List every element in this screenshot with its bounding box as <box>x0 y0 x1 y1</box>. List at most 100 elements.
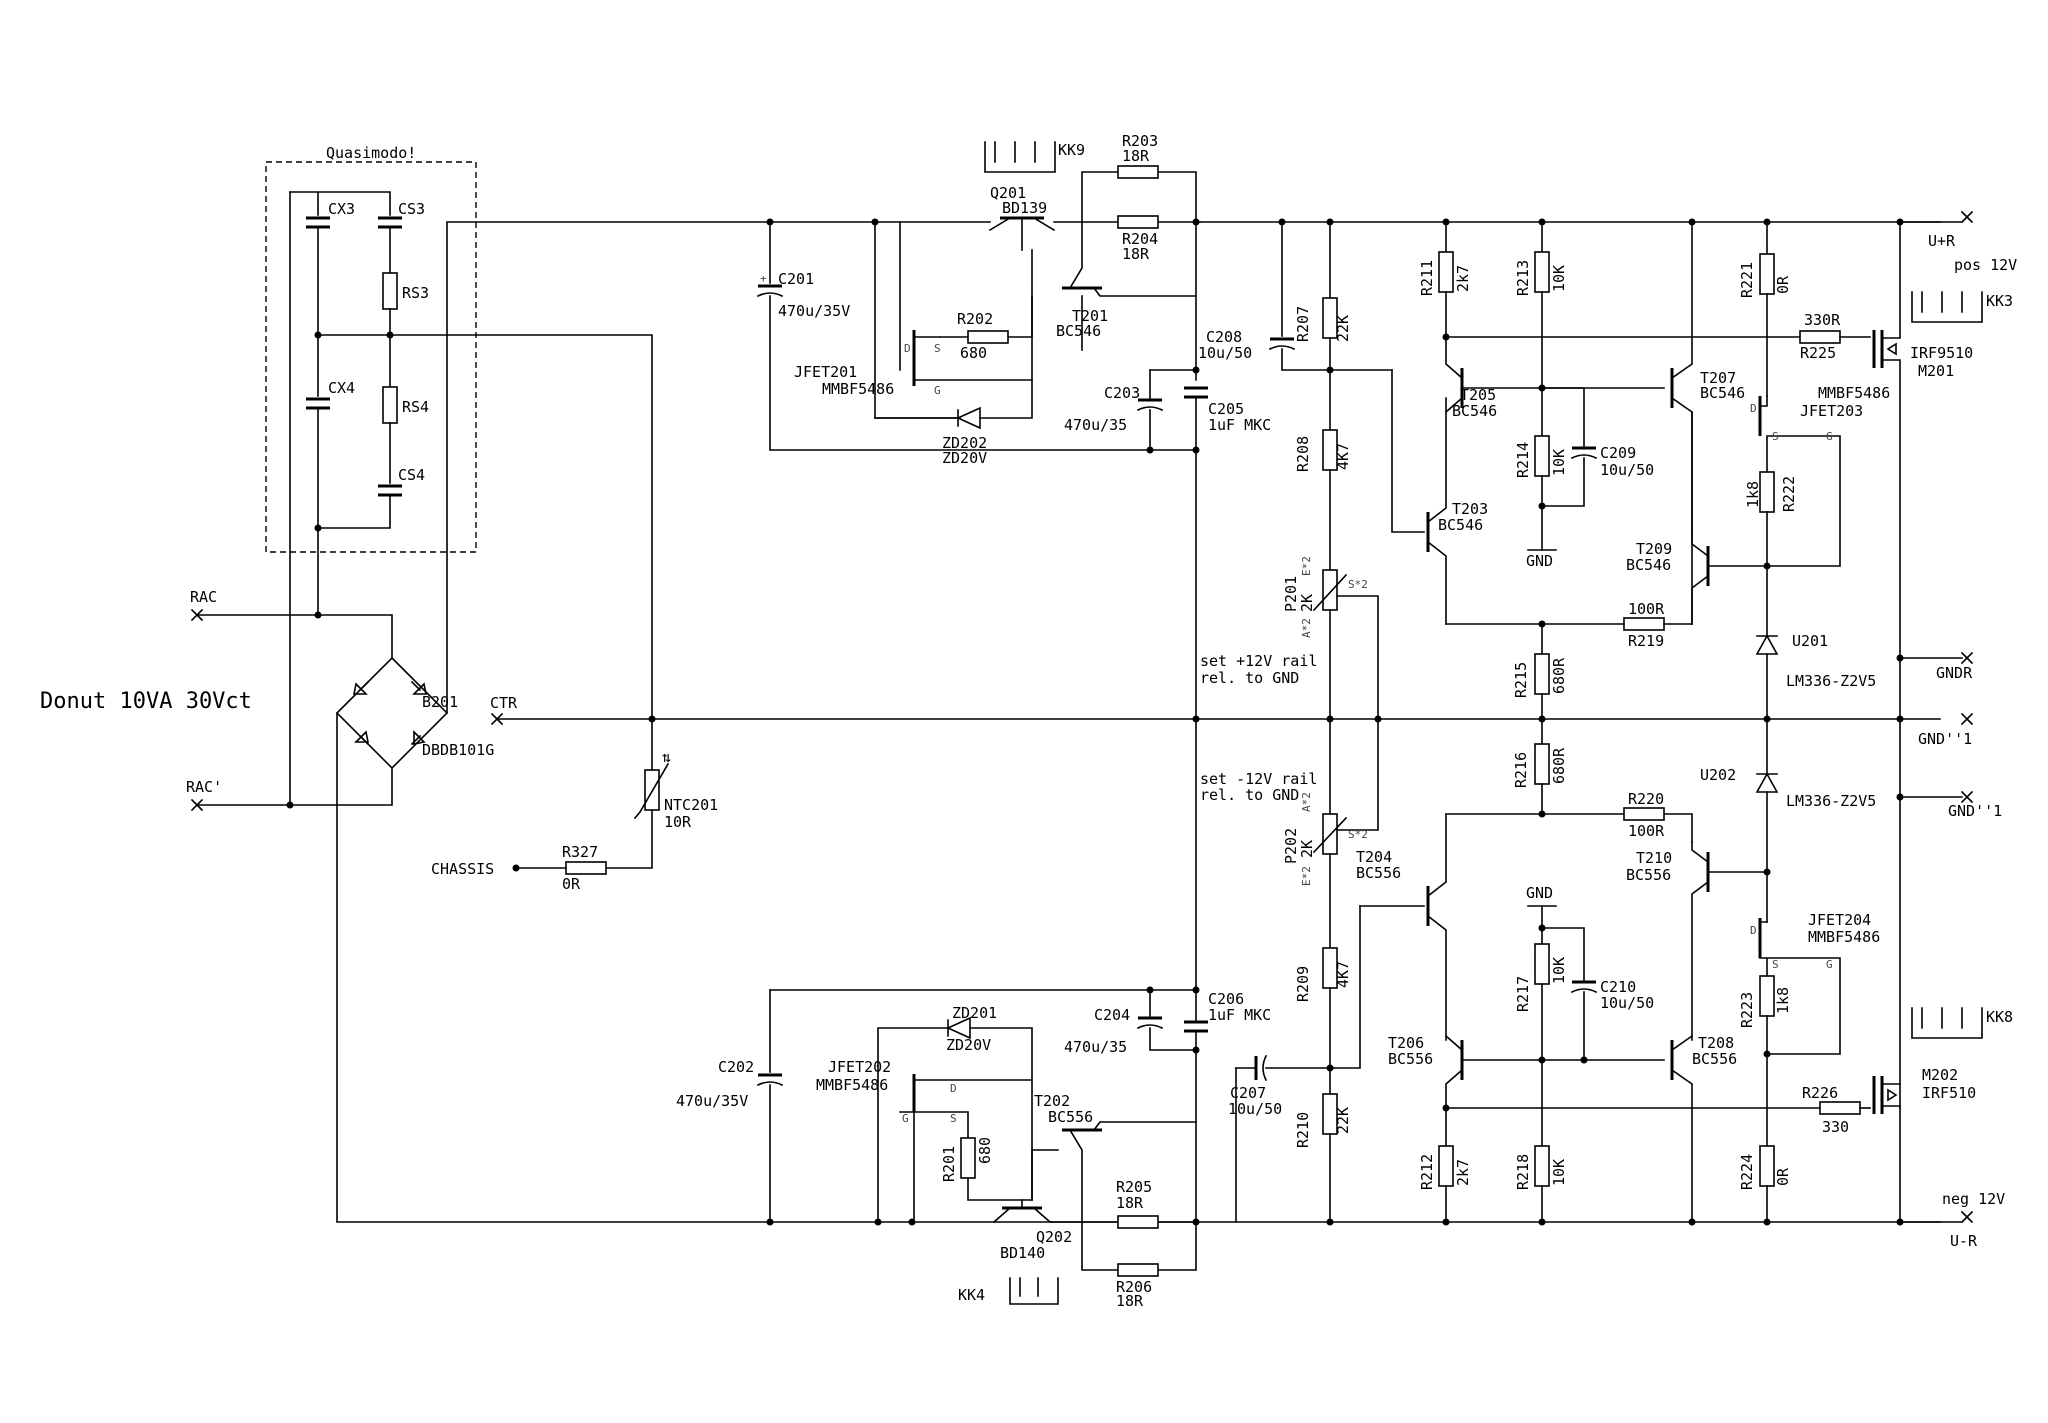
c204-ref: C204 <box>1094 1006 1130 1024</box>
c209-ref: C209 <box>1600 444 1636 462</box>
q201-ref: Q201 <box>990 184 1026 202</box>
negative-raw-rail: neg 12V U-R C202 470u/35V ZD201 ZD20V JF… <box>676 718 2005 1310</box>
svg-text:+: + <box>760 272 767 285</box>
jfet201-ref: JFET201 <box>794 363 857 381</box>
kk9-label: KK9 <box>1058 141 1085 159</box>
svg-text:E*2: E*2 <box>1300 556 1313 576</box>
r204-value: 18R <box>1122 245 1150 263</box>
p201-value: 2K <box>1298 594 1316 612</box>
r205-value: 18R <box>1116 1194 1144 1212</box>
bridge-value: DBDB101G <box>422 741 494 759</box>
rs3-resistor <box>382 272 398 310</box>
r221-value: 0R <box>1774 275 1792 294</box>
r204-ref: R204 <box>1122 230 1158 248</box>
jfet204-ref: JFET204 <box>1808 911 1871 929</box>
u201-ref: U201 <box>1792 632 1828 650</box>
svg-text:S: S <box>934 342 941 355</box>
umr-label: U-R <box>1950 1232 1978 1250</box>
p201-potentiometer <box>1322 569 1338 611</box>
r216-value: 680R <box>1550 747 1568 784</box>
gnd-label-b: GND <box>1526 884 1553 902</box>
quasimodo-snubber: Quasimodo! CX3 CS3 RS3 CX4 RS4 CS4 <box>265 144 477 553</box>
r202-ref: R202 <box>957 310 993 328</box>
r327-resistor <box>565 861 607 875</box>
c209-value: 10u/50 <box>1600 461 1654 479</box>
r217-ref: R217 <box>1514 976 1532 1012</box>
rac2-label: RAC' <box>186 778 222 796</box>
r216-ref: R216 <box>1512 752 1530 788</box>
r211-resistor <box>1438 251 1454 293</box>
r213-ref: R213 <box>1514 260 1532 296</box>
r204-resistor <box>1117 215 1159 229</box>
t210-ref: T210 <box>1636 849 1672 867</box>
p202-ref: P202 <box>1282 828 1300 864</box>
r205-resistor <box>1117 1215 1159 1229</box>
r226-resistor <box>1819 1101 1861 1115</box>
jfet202-ref: JFET202 <box>828 1058 891 1076</box>
r203-value: 18R <box>1122 147 1150 165</box>
r219-resistor <box>1623 617 1665 631</box>
kk4-label: KK4 <box>958 1286 985 1304</box>
t201-value: BC546 <box>1056 322 1101 340</box>
rs4-label: RS4 <box>402 398 429 416</box>
r203-ref: R203 <box>1122 132 1158 150</box>
r219-value: 100R <box>1628 600 1665 618</box>
c204-value: 470u/35 <box>1064 1038 1127 1056</box>
r211-ref: R211 <box>1418 260 1436 296</box>
m202-ref: M202 <box>1922 1066 1958 1084</box>
r202-value: 680 <box>960 344 987 362</box>
r214-resistor <box>1534 435 1550 477</box>
c201-ref: C201 <box>778 270 814 288</box>
c206-ref: C206 <box>1208 990 1244 1008</box>
r215-resistor <box>1534 653 1550 695</box>
jfet203-ref: JFET203 <box>1800 402 1863 420</box>
rac-label: RAC <box>190 588 217 606</box>
c208-value: 10u/50 <box>1198 344 1252 362</box>
cx4-label: CX4 <box>328 379 355 397</box>
r219-ref: R219 <box>1628 632 1664 650</box>
r217-value: 10K <box>1550 957 1568 984</box>
u202-ref: U202 <box>1700 766 1736 784</box>
r205-ref: R205 <box>1116 1178 1152 1196</box>
svg-text:A*2: A*2 <box>1300 792 1313 812</box>
r202-resistor <box>967 330 1009 344</box>
ntc-ref: NTC201 <box>664 796 718 814</box>
m202-value: IRF510 <box>1922 1084 1976 1102</box>
transformer-label: Donut 10VA 30Vct <box>40 689 252 714</box>
ac-input: RAC RAC' <box>186 191 393 812</box>
r220-ref: R220 <box>1628 790 1664 808</box>
cx3-label: CX3 <box>328 200 355 218</box>
r212-resistor <box>1438 1145 1454 1187</box>
svg-text:E*2: E*2 <box>1300 866 1313 886</box>
r221-resistor <box>1759 253 1775 295</box>
r224-ref: R224 <box>1738 1154 1756 1190</box>
negative-regulator: R216 680R U202 LM336-Z2V5 R220 100R T210… <box>1200 718 2013 1223</box>
gndr-label: GNDR <box>1936 664 1973 682</box>
jfet203-value: MMBF5486 <box>1818 384 1890 402</box>
r214-ref: R214 <box>1514 442 1532 478</box>
r222-value: 1k8 <box>1744 481 1762 508</box>
svg-text:D: D <box>1750 402 1757 415</box>
m201-value: IRF9510 <box>1910 344 1973 362</box>
r218-ref: R218 <box>1514 1154 1532 1190</box>
r223-resistor <box>1759 975 1775 1017</box>
r206-ref: R206 <box>1116 1278 1152 1296</box>
c202-ref: C202 <box>718 1058 754 1076</box>
r212-value: 2k7 <box>1454 1159 1472 1186</box>
svg-text:G: G <box>1826 430 1833 443</box>
q202-ref: Q202 <box>1036 1228 1072 1246</box>
t207-ref: T207 <box>1700 369 1736 387</box>
r209-value: 4K7 <box>1334 961 1352 988</box>
zd202-ref: ZD202 <box>942 434 987 452</box>
t206-value: BC556 <box>1388 1050 1433 1068</box>
r222-resistor <box>1759 471 1775 513</box>
gnd2-label: GND''1 <box>1948 802 2002 820</box>
t208-ref: T208 <box>1698 1034 1734 1052</box>
r223-ref: R223 <box>1738 992 1756 1028</box>
r203-resistor <box>1117 165 1159 179</box>
t206-ref: T206 <box>1388 1034 1424 1052</box>
r224-resistor <box>1759 1145 1775 1187</box>
r211-value: 2k7 <box>1454 265 1472 292</box>
c203-value: 470u/35 <box>1064 416 1127 434</box>
